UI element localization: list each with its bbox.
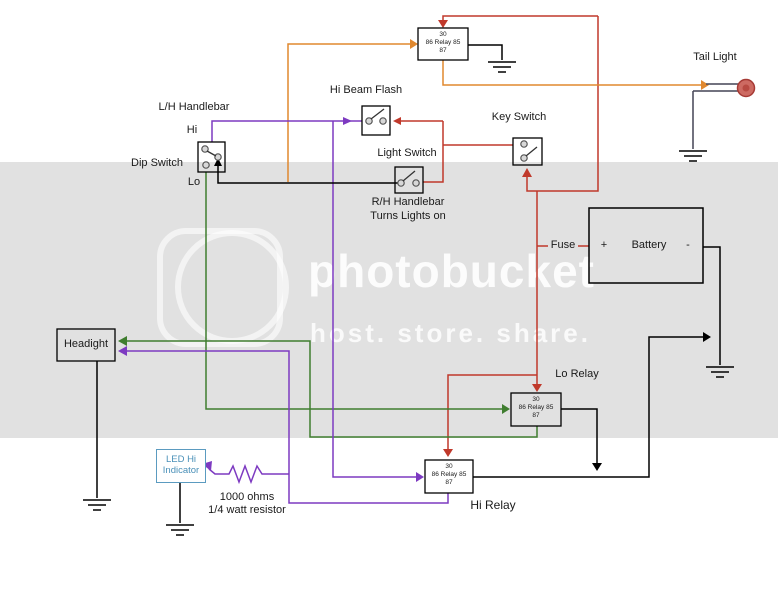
battery-box xyxy=(588,207,704,284)
lo-relay-box xyxy=(510,392,562,427)
hi-beam-flash-label: Hi Beam Flash xyxy=(329,84,403,96)
black-arrowheads xyxy=(214,158,711,471)
black-wires xyxy=(96,44,721,523)
key-switch-box xyxy=(512,137,543,166)
component-boxes xyxy=(56,27,704,494)
switch-contacts xyxy=(201,108,538,187)
dip-switch-lever xyxy=(206,150,217,157)
red-wires xyxy=(401,15,599,449)
light-switch-box xyxy=(394,166,424,194)
orange-wires xyxy=(287,43,701,182)
ground-symbols xyxy=(83,61,734,536)
tail-relay-box xyxy=(417,27,469,61)
watermark-brand: photobucket xyxy=(308,245,595,297)
light-switch-lever xyxy=(402,170,416,182)
hi-beam-flash-box xyxy=(361,105,391,136)
light-switch-label: Light Switch xyxy=(377,147,437,159)
dip-switch-box xyxy=(197,141,226,173)
led-label-line2: Indicator xyxy=(162,465,200,476)
led-hi-indicator-box: LED Hi Indicator xyxy=(156,449,206,483)
resistor-label-line2: 1/4 watt resistor xyxy=(208,504,286,516)
hi-label: Hi xyxy=(186,124,198,136)
purple-wires xyxy=(127,120,449,504)
headlight-label: Headight xyxy=(63,338,109,350)
led-label-line1: LED Hi xyxy=(165,454,197,465)
rh-handlebar-label-line2: Turns Lights on xyxy=(370,210,446,222)
hi-beam-flash-lever xyxy=(370,108,385,120)
lh-handlebar-label: L/H Handlebar xyxy=(158,101,230,113)
lo-relay-label: Lo Relay xyxy=(555,368,599,380)
tail-light-label: Tail Light xyxy=(693,51,737,63)
tail-light-lamp xyxy=(692,78,756,149)
lo-relay-text: 30 86 Relay 85 87 xyxy=(518,396,554,419)
lo-label: Lo xyxy=(187,176,201,188)
battery-minus-label: - xyxy=(686,239,690,251)
key-switch-lever xyxy=(525,146,538,157)
dip-switch-label: Dip Switch xyxy=(131,157,183,169)
hi-relay-label: Hi Relay xyxy=(470,498,516,512)
hi-relay-box xyxy=(424,459,474,494)
tail-relay-text: 30 86 Relay 85 87 xyxy=(425,31,461,54)
watermark-tagline: host. store. share. xyxy=(310,318,591,348)
resistor-label-line1: 1000 ohms xyxy=(219,491,275,503)
purple-arrowheads xyxy=(118,117,424,482)
fuse-label: Fuse xyxy=(550,239,576,251)
rh-handlebar-label-line1: R/H Handlebar xyxy=(371,196,445,208)
watermark-camera-icon xyxy=(157,228,289,347)
battery-label: Battery xyxy=(631,239,667,251)
red-arrowheads xyxy=(393,20,542,457)
battery-plus-label: + xyxy=(600,239,608,251)
green-arrowheads xyxy=(118,336,510,414)
headlight-box xyxy=(56,328,116,362)
orange-arrowheads xyxy=(410,39,709,90)
key-switch-label: Key Switch xyxy=(491,111,547,123)
hi-relay-text: 30 86 Relay 85 87 xyxy=(431,463,467,486)
green-wires xyxy=(127,172,538,438)
